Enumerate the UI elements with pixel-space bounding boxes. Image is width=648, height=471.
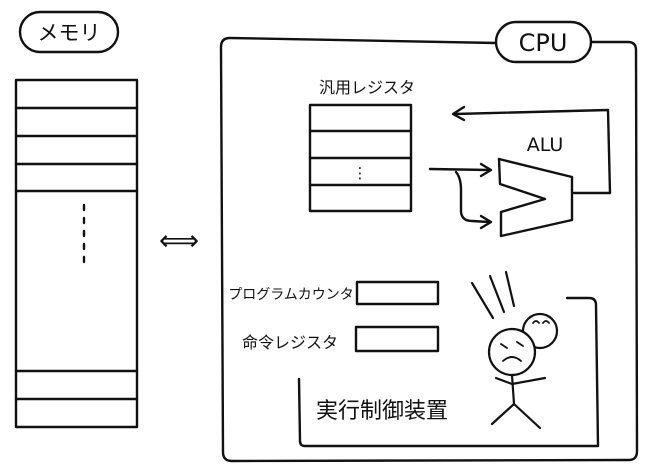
alarm-line	[488, 274, 506, 314]
memory-label-capsule	[18, 10, 120, 54]
control-unit-outline	[297, 296, 600, 448]
alarm-line	[504, 270, 516, 308]
memory-stack	[14, 78, 139, 429]
alu-feedback-arrow	[451, 105, 612, 195]
character-head	[487, 327, 537, 377]
alarm-line	[470, 281, 495, 320]
alu-label: ALU	[527, 134, 564, 156]
general-register-dividers	[308, 129, 413, 187]
control-unit-label: 実行制御装置	[316, 399, 448, 424]
memory-cpu-bus-arrow: ⟺	[159, 224, 199, 257]
alu-shape	[497, 157, 574, 238]
instruction-register-label: 命令レジスタ	[242, 333, 338, 352]
memory-label: メモリ	[38, 21, 101, 45]
memory-block: メモリ	[14, 10, 139, 429]
cpu-block: CPU 汎用レジスタ ⋮ ALU プログラムカウンタ 命令レジスタ	[219, 20, 639, 463]
character-body	[510, 373, 516, 406]
general-registers-label: 汎用レジスタ	[319, 78, 415, 97]
memory-cell-dividers	[14, 106, 139, 401]
cpu-label: CPU	[519, 29, 568, 57]
cpu-label-capsule	[494, 20, 593, 64]
operator-character-icon	[470, 270, 559, 430]
program-counter-label: プログラムカウンタ	[228, 287, 354, 303]
general-registers-ellipsis: ⋮	[353, 164, 368, 182]
cpu-outline	[219, 36, 639, 463]
program-counter-register	[355, 280, 440, 306]
instruction-register	[354, 325, 440, 353]
character-legs	[490, 402, 542, 430]
register-to-alu-arrows	[428, 162, 493, 230]
character-arms	[494, 376, 547, 386]
